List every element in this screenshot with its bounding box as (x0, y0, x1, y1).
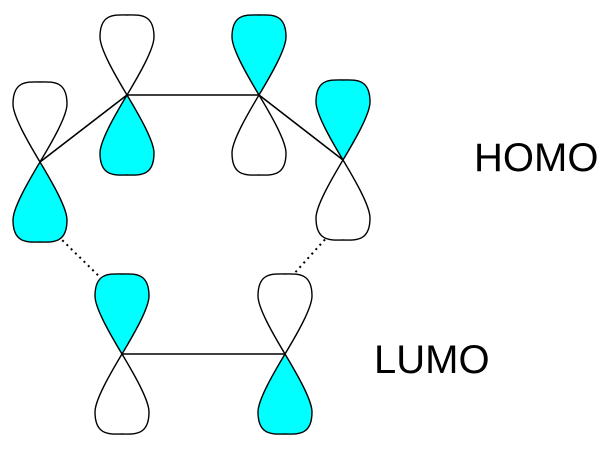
bond-c1-c2 (39, 94, 128, 163)
p-orbital-c4-bottom-lobe (315, 158, 371, 241)
homo-label: HOMO (474, 136, 599, 180)
p-orbital-c6-top-lobe (257, 273, 313, 356)
p-orbital-c1-bottom-lobe (12, 160, 68, 243)
interaction-line-right (291, 234, 330, 277)
bond-layer (39, 94, 344, 355)
p-orbital-c2-bottom-lobe (99, 93, 155, 176)
p-orbital-c3-top-lobe (231, 14, 287, 97)
p-orbital-c1-top-lobe (12, 81, 68, 164)
p-orbital-c2-top-lobe (99, 14, 155, 97)
bond-c3-c4 (258, 94, 344, 161)
p-orbital-c5-bottom-lobe (94, 352, 150, 435)
p-orbital-c3-bottom-lobe (231, 93, 287, 176)
p-orbital-c5-top-lobe (94, 273, 150, 356)
p-orbital-c4-top-lobe (315, 79, 371, 162)
lumo-label: LUMO (374, 338, 490, 382)
orbital-layer (12, 14, 371, 435)
p-orbital-c6-bottom-lobe (257, 352, 313, 435)
